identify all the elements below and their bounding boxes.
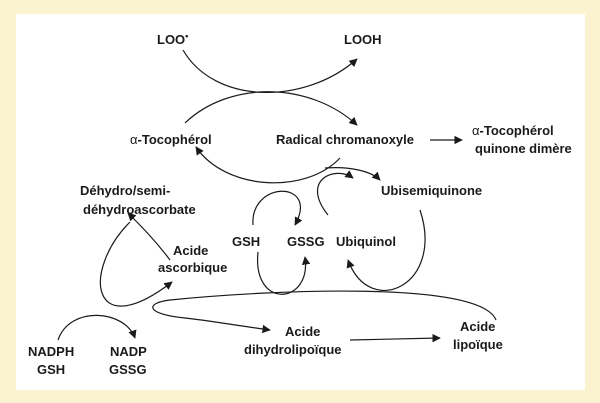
node-gssg: GSSG <box>287 234 325 249</box>
node-quinone-line2: quinone dimère <box>475 141 572 156</box>
loop-lipoique-oxidation <box>152 290 497 334</box>
arc-gssg-to-gsh <box>257 251 311 295</box>
arc-ubisemiquinone-to-ubiquinol <box>346 209 426 291</box>
arc-tocopherol-to-chromanoxyle <box>184 91 358 126</box>
node-looh: LOOH <box>344 32 382 47</box>
node-dihydrolipoique-line1: Acide <box>285 324 320 339</box>
node-nadph-line2: GSH <box>37 362 65 377</box>
node-radical-chromanoxyle: Radical chromanoxyle <box>276 132 414 147</box>
arc-ascorbique-to-dehydro <box>127 212 171 261</box>
arc-chromanoxyle-to-tocopherol <box>195 146 341 184</box>
arrow-dihydrolipoique-to-lipoique <box>349 333 441 343</box>
node-dihydrolipoique-line2: dihydrolipoïque <box>244 342 342 357</box>
node-nadph-line1: NADPH <box>28 344 74 359</box>
node-nadp-line2: GSSG <box>109 362 147 377</box>
arc-loo-to-looh <box>182 49 358 94</box>
node-gsh: GSH <box>232 234 260 249</box>
node-quinone-line1: α-Tocophérol <box>472 123 554 138</box>
arc-gsh-to-gssg <box>252 190 303 226</box>
node-dehydro-line1: Déhydro/semi- <box>80 183 170 198</box>
node-nadp-line1: NADP <box>110 344 147 359</box>
node-ascorbique-line1: Acide <box>173 243 208 258</box>
arc-dehydro-to-ascorbique <box>99 221 173 307</box>
diagram-panel <box>16 14 585 390</box>
node-alpha-tocopherol: α-Tocophérol <box>130 132 212 147</box>
node-dehydro-line2: déhydroascorbate <box>83 202 196 217</box>
node-ubiquinol: Ubiquinol <box>336 234 396 249</box>
arc-nadph-to-nadp <box>57 314 137 341</box>
node-ubisemiquinone: Ubisemiquinone <box>381 183 482 198</box>
arc-to-ubiquinol <box>316 170 354 216</box>
node-ascorbique-line2: ascorbique <box>158 260 227 275</box>
arc-to-ubisemiquinone <box>324 167 381 181</box>
node-lipoique-line1: Acide <box>460 319 495 334</box>
node-lipoique-line2: lipoïque <box>453 337 503 352</box>
node-loo: LOO• <box>157 31 188 47</box>
